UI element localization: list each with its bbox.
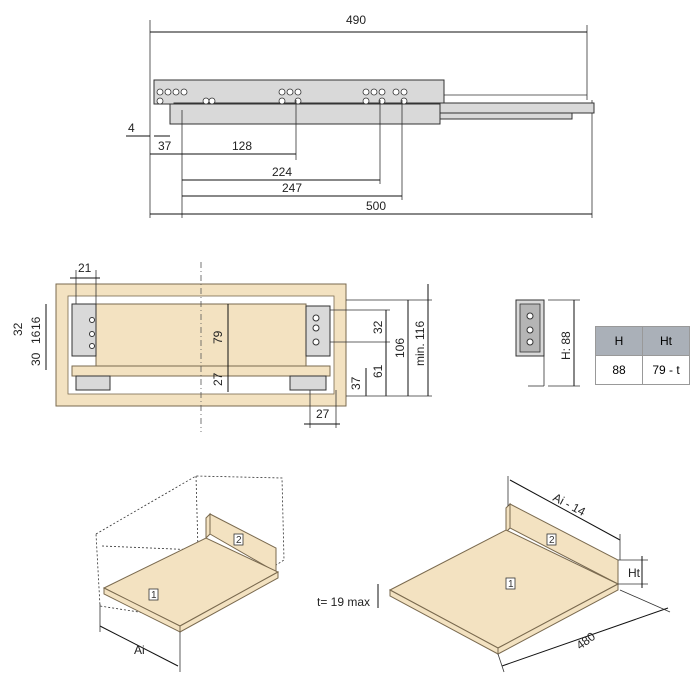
dim-224: 224	[272, 165, 292, 179]
dim-79: 79	[211, 330, 225, 344]
dim-32-right: 32	[371, 320, 385, 334]
drawer-ai-label: Ai	[134, 643, 145, 657]
spec-table: H Ht 88 79 - t	[595, 326, 690, 385]
panel-part-1-tag: 1	[508, 579, 514, 590]
left-runner	[75, 375, 111, 391]
spec-value-ht: 79 - t	[642, 355, 690, 385]
right-bracket	[305, 305, 331, 357]
dim-500: 500	[366, 199, 386, 213]
dim-37: 37	[158, 139, 172, 153]
dim-16-a: 16	[29, 316, 43, 330]
panels-3d-view: 1 2 Ai - 14 Ht 480 t= 19 max	[317, 476, 671, 673]
dim-27-center: 27	[211, 372, 225, 386]
slide-lower-rail	[169, 103, 441, 125]
drawer-part-2-tag: 2	[236, 535, 242, 546]
dim-128: 128	[232, 139, 252, 153]
dim-4: 4	[128, 121, 135, 135]
slide-holes	[156, 88, 408, 105]
panel-part-2-tag: 2	[549, 535, 555, 546]
panel-depth-label: 480	[574, 629, 599, 652]
dim-16-b: 16	[29, 330, 43, 344]
dim-490: 490	[346, 13, 366, 27]
dim-106: 106	[393, 338, 407, 358]
panel-width-label: Ai - 14	[551, 490, 588, 519]
right-runner	[289, 375, 327, 391]
panel-thickness-label: t= 19 max	[317, 595, 370, 609]
dim-247: 247	[282, 181, 302, 195]
dim-21: 21	[78, 261, 92, 275]
spec-header-h: H	[595, 326, 643, 356]
dim-30: 30	[29, 352, 43, 366]
spec-value-h: 88	[595, 355, 643, 385]
panel-ht-label: Ht	[628, 566, 641, 580]
drawer-part-1-tag: 1	[151, 590, 157, 601]
dim-61: 61	[371, 364, 385, 378]
drawer-3d-view: 1 2 Ai	[95, 475, 285, 672]
dim-27-bottom: 27	[316, 407, 330, 421]
spec-header-ht: Ht	[642, 326, 690, 356]
bracket-h-label: H: 88	[559, 331, 573, 360]
dim-37-right: 37	[349, 376, 363, 390]
front-view: 21 32 16 16 30 79 27 32 37 61 106 min. 1…	[11, 261, 432, 432]
dim-32-left: 32	[11, 322, 25, 336]
slide-side-view: 490 4 37 128 224	[126, 13, 595, 218]
bracket-detail: H: 88	[515, 299, 580, 387]
dim-min-116: min. 116	[413, 321, 427, 366]
